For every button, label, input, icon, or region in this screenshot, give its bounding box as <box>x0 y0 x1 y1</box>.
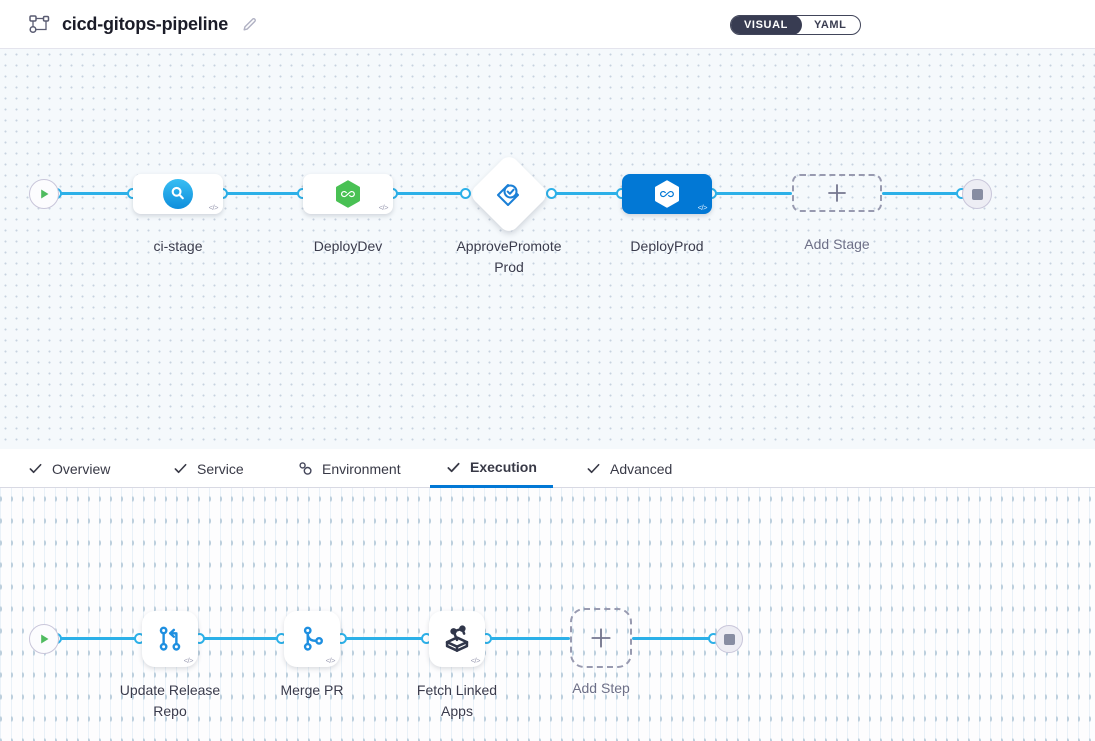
git-update-icon <box>153 622 187 656</box>
connector-dot[interactable] <box>546 188 557 199</box>
stage-config-tabs: Overview Service Environment Execution A… <box>0 449 1095 488</box>
check-icon <box>28 461 43 476</box>
toggle-yaml[interactable]: YAML <box>801 16 860 34</box>
step-label: Merge PR <box>242 680 382 701</box>
code-template-badge: </> <box>471 656 480 665</box>
pipeline-icon <box>27 12 51 36</box>
step-label: Fetch Linked Apps <box>402 680 512 722</box>
stage-node-approvepromoteprod[interactable] <box>468 153 550 235</box>
tab-label: Advanced <box>610 461 672 477</box>
tab-label: Execution <box>470 459 537 475</box>
edge <box>485 637 570 640</box>
approval-icon <box>493 178 525 210</box>
execution-steps-canvas[interactable]: </> </> <box>0 488 1095 741</box>
code-template-badge: </> <box>379 203 388 212</box>
add-step-button[interactable] <box>570 608 632 668</box>
tab-advanced[interactable]: Advanced <box>570 449 688 488</box>
edge <box>340 637 429 640</box>
stage-label: ApprovePromoteProd <box>454 236 564 278</box>
edge <box>393 192 466 195</box>
step-node-merge-pr[interactable]: </> <box>284 611 340 667</box>
stage-label: DeployDev <box>278 236 418 257</box>
edge <box>632 637 714 640</box>
add-stage-label: Add Stage <box>767 234 907 255</box>
code-template-badge: </> <box>209 203 218 212</box>
code-template-badge: </> <box>326 656 335 665</box>
tab-label: Overview <box>52 461 110 477</box>
cd-hexagon-icon <box>651 178 683 210</box>
stage-pipeline-canvas[interactable]: </> </> <box>0 49 1095 449</box>
tab-service[interactable]: Service <box>157 449 260 488</box>
page-title: cicd-gitops-pipeline <box>62 14 228 35</box>
add-stage-button[interactable] <box>792 174 882 212</box>
add-step-label: Add Step <box>531 678 671 699</box>
execution-end-node[interactable] <box>715 625 743 653</box>
edge <box>882 192 962 195</box>
check-icon <box>586 461 601 476</box>
tab-overview[interactable]: Overview <box>12 449 126 488</box>
play-icon <box>37 632 51 646</box>
cd-hexagon-icon <box>332 178 364 210</box>
step-node-update-release-repo[interactable]: </> <box>142 611 198 667</box>
stop-icon <box>724 634 735 645</box>
git-merge-icon <box>295 622 329 656</box>
connector-dot[interactable] <box>460 188 471 199</box>
plus-icon <box>588 625 614 651</box>
execution-start-node[interactable] <box>29 624 59 654</box>
code-template-badge: </> <box>698 203 707 212</box>
pipeline-end-node[interactable] <box>962 179 992 209</box>
ci-build-icon <box>163 179 193 209</box>
check-icon <box>446 460 461 475</box>
fetch-linked-apps-icon <box>440 622 474 656</box>
stage-label: ci-stage <box>108 236 248 257</box>
edge <box>552 192 622 195</box>
stage-node-deploydev[interactable]: </> <box>303 174 393 214</box>
plus-icon <box>825 181 849 205</box>
tab-execution[interactable]: Execution <box>430 449 553 488</box>
step-label: Update Release Repo <box>110 680 230 722</box>
stage-node-ci-stage[interactable]: </> <box>133 174 223 214</box>
stop-icon <box>972 189 983 200</box>
check-icon <box>173 461 188 476</box>
tab-label: Environment <box>322 461 401 477</box>
visual-yaml-toggle: VISUAL YAML <box>730 15 861 35</box>
edge <box>712 192 792 195</box>
pipeline-start-node[interactable] <box>29 179 59 209</box>
environment-icon <box>298 461 313 476</box>
toggle-visual[interactable]: VISUAL <box>730 15 802 35</box>
tab-environment[interactable]: Environment <box>282 449 417 488</box>
play-icon <box>37 187 51 201</box>
edit-pencil-icon[interactable] <box>241 15 259 33</box>
edge <box>223 192 303 195</box>
stage-node-deployprod[interactable]: </> <box>622 174 712 214</box>
header: cicd-gitops-pipeline VISUAL YAML <box>0 0 1095 49</box>
code-template-badge: </> <box>184 656 193 665</box>
edge <box>198 637 284 640</box>
stage-label: DeployProd <box>597 236 737 257</box>
step-node-fetch-linked-apps[interactable]: </> <box>429 611 485 667</box>
tab-label: Service <box>197 461 244 477</box>
